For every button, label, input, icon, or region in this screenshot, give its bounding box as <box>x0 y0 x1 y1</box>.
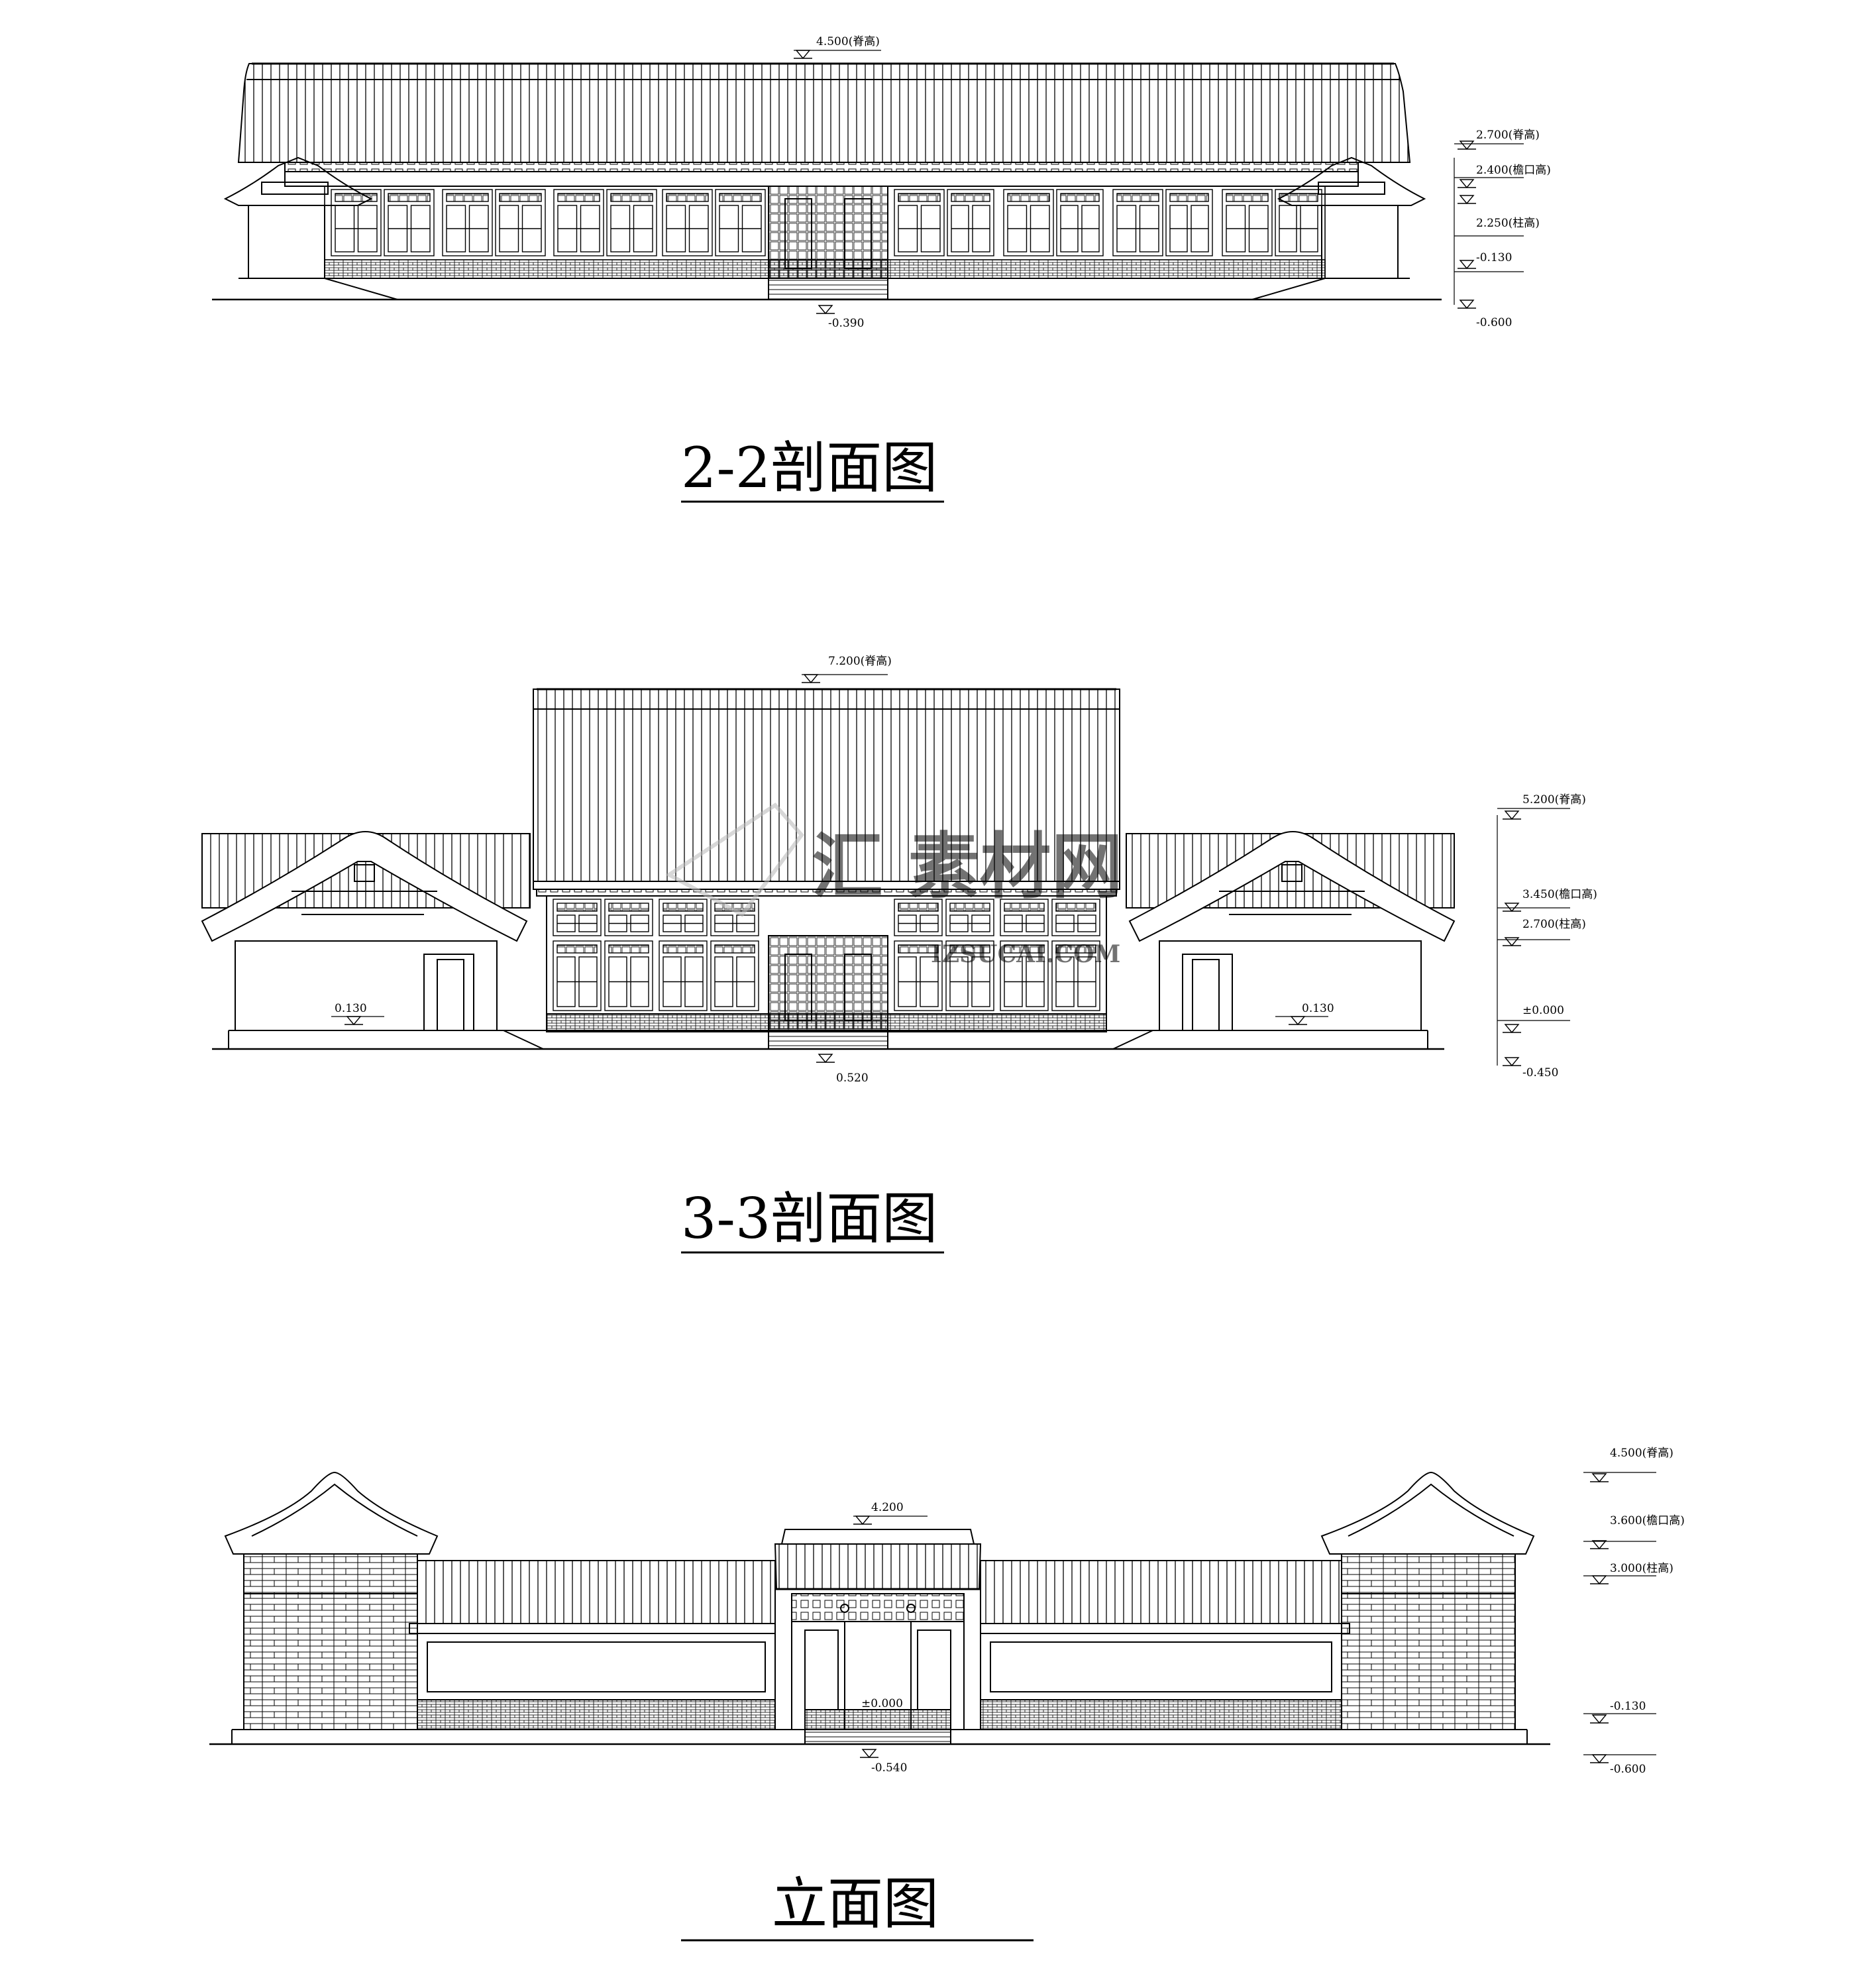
window-bay <box>553 189 604 256</box>
elev-label: 2.700(柱高) <box>1522 918 1586 931</box>
gate-frieze <box>791 1593 965 1622</box>
elev-label: ±0.000 <box>1522 1004 1564 1017</box>
window-bay <box>1000 940 1049 1011</box>
window-bay <box>553 940 602 1011</box>
window-bay <box>384 189 435 256</box>
elev-label: 3.000(柱高) <box>1610 1562 1673 1575</box>
elev-label: 3.450(檐口高) <box>1522 888 1597 901</box>
window-bay <box>442 189 493 256</box>
window-bay <box>662 189 713 256</box>
window-bay <box>553 899 602 936</box>
window-bays <box>331 189 1322 256</box>
elev-label: -0.600 <box>1610 1763 1646 1776</box>
elev-label: 2.400(檐口高) <box>1476 164 1551 177</box>
window-bay <box>1051 899 1100 936</box>
gate-roof <box>774 1543 982 1590</box>
elev-label: 3.600(檐口高) <box>1610 1514 1685 1527</box>
watermark-brand: 汇 素材网 <box>812 825 1123 909</box>
section-3-3 <box>201 688 1456 1050</box>
elev-label: -0.450 <box>1522 1066 1558 1079</box>
elev-label: -0.600 <box>1476 316 1512 329</box>
center-door <box>768 935 888 1032</box>
window-bay <box>1165 189 1213 256</box>
caption-section-3-3: 3-3剖面图 <box>681 1186 937 1251</box>
elev-label: -0.130 <box>1610 1700 1646 1713</box>
window-bay <box>659 899 708 936</box>
window-bay <box>1056 189 1104 256</box>
elev-label: 0.520 <box>836 1072 869 1085</box>
section-2-2 <box>212 62 1442 301</box>
window-bay <box>894 899 943 936</box>
left-brick-pier <box>243 1553 418 1730</box>
window-bay <box>495 189 546 256</box>
left-wall-roof <box>417 1560 776 1624</box>
window-bay <box>1275 189 1322 256</box>
right-brick-pier <box>1341 1553 1516 1730</box>
elev-label: 5.200(脊高) <box>1522 793 1586 806</box>
window-bay <box>331 189 382 256</box>
elev-label: 0.130 <box>1302 1002 1334 1015</box>
center-door <box>768 186 888 279</box>
watermark-url: IZSUCAI.COM <box>931 940 1120 968</box>
elev-label: -0.390 <box>828 317 864 330</box>
elev-label: -0.130 <box>1476 251 1512 264</box>
elev-label: 2.700(脊高) <box>1476 129 1540 142</box>
window-bay <box>1003 189 1054 256</box>
right-wall-roof <box>980 1560 1342 1624</box>
left-pavilion-roof <box>224 1471 439 1555</box>
section-3-3-levels: 7.200(脊高) 0.520 0.130 0.130 5.200(脊高) 3.… <box>331 655 1597 1085</box>
main-roof <box>237 63 1411 163</box>
elev-label: ±0.000 <box>861 1697 903 1710</box>
window-bay <box>710 899 759 936</box>
elev-label: -0.540 <box>871 1761 907 1775</box>
window-bay <box>710 940 759 1011</box>
elevation-levels: 4.200 ±0.000 -0.540 4.500(脊高) 3.600(檐口高)… <box>853 1447 1685 1776</box>
window-bay <box>1112 189 1163 256</box>
right-gable <box>1128 831 1456 942</box>
elev-label: 2.250(柱高) <box>1476 217 1540 230</box>
left-gable <box>201 831 528 942</box>
elevation <box>209 1471 1550 1745</box>
caption-section-2-2: 2-2剖面图 <box>681 435 937 500</box>
window-bay <box>1051 940 1100 1011</box>
window-bay <box>945 899 994 936</box>
window-bay <box>659 940 708 1011</box>
right-gable <box>1277 156 1426 206</box>
window-bay <box>606 189 657 256</box>
elev-label: 4.200 <box>871 1501 904 1514</box>
elev-label: 7.200(脊高) <box>828 655 892 668</box>
window-bay <box>1222 189 1273 256</box>
window-bay <box>894 189 945 256</box>
window-bay <box>894 940 943 1011</box>
window-bay <box>715 189 766 256</box>
elev-label: 4.500(脊高) <box>1610 1447 1673 1460</box>
window-bay <box>604 899 653 936</box>
window-bay <box>945 940 994 1011</box>
section-2-2-levels: 4.500(脊高) -0.390 2.700(脊高) 2.400(檐口高) 2.… <box>793 35 1551 330</box>
window-bay <box>604 940 653 1011</box>
elev-label: 0.130 <box>335 1002 367 1015</box>
watermark-logo-mark <box>665 802 804 917</box>
watermark: 汇 素材网 IZSUCAI.COM <box>665 802 1123 968</box>
right-pavilion-roof <box>1320 1471 1535 1555</box>
window-bay <box>1000 899 1049 936</box>
window-bay <box>947 189 994 256</box>
caption-elevation: 立面图 <box>772 1871 939 1936</box>
elev-label: 4.500(脊高) <box>816 35 880 48</box>
